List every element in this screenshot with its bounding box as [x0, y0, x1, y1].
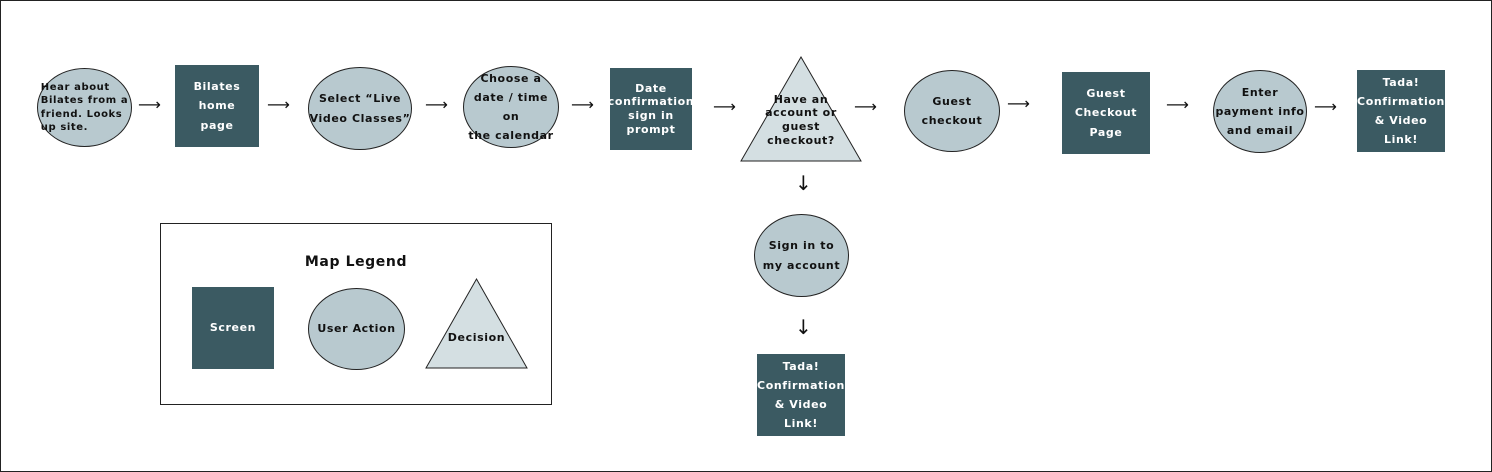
- decision-account-or-guest-label: Have an account or guest checkout?: [765, 92, 837, 147]
- screen-bilates-home-page-label: Bilates home page: [193, 80, 241, 132]
- action-sign-in: Sign in to my account: [754, 214, 849, 297]
- action-guest-checkout: Guest checkout: [904, 70, 1000, 152]
- action-enter-payment-info: Enter payment info and email: [1213, 70, 1307, 153]
- legend-screen: Screen: [192, 287, 274, 369]
- legend-decision: Decision: [425, 324, 528, 352]
- screen-confirmation-video-link-label: Tada! Confirmation & Video Link!: [1357, 75, 1445, 147]
- screen-guest-checkout-page: Guest Checkout Page: [1062, 72, 1150, 154]
- arrow-3: ⟶: [425, 95, 448, 114]
- action-enter-payment-info-label: Enter payment info and email: [1215, 85, 1305, 138]
- action-guest-checkout-label: Guest checkout: [921, 94, 983, 127]
- arrow-4: ⟶: [571, 95, 594, 114]
- legend-user-action-label: User Action: [317, 322, 396, 336]
- action-sign-in-label: Sign in to my account: [762, 239, 841, 272]
- legend-screen-label: Screen: [209, 321, 257, 335]
- arrow-9: ⟶: [1314, 97, 1337, 116]
- arrow-6: ⟶: [854, 97, 877, 116]
- action-choose-date-time-label: Choose a date / time on the calendar: [468, 71, 554, 143]
- arrow-down-2: ↓: [795, 315, 812, 339]
- screen-confirmation-video-link-branch-label: Tada! Confirmation & Video Link!: [757, 359, 845, 431]
- screen-bilates-home-page: Bilates home page: [175, 65, 259, 147]
- action-select-live-video-classes: Select “Live Video Classes”: [308, 67, 412, 150]
- action-hear-about-bilates: Hear about Bilates from a friend. Looks …: [37, 68, 132, 147]
- arrow-5: ⟶: [713, 97, 736, 116]
- arrow-8: ⟶: [1166, 95, 1189, 114]
- screen-confirmation-video-link: Tada! Confirmation & Video Link!: [1357, 70, 1445, 152]
- action-hear-about-bilates-label: Hear about Bilates from a friend. Looks …: [40, 81, 129, 134]
- decision-account-or-guest-shape: [740, 55, 862, 162]
- action-choose-date-time: Choose a date / time on the calendar: [463, 66, 559, 148]
- screen-date-confirmation: Date confirmation sign in prompt: [607, 68, 695, 150]
- arrow-1: ⟶: [138, 95, 161, 114]
- screen-date-confirmation-label: Date confirmation sign in prompt: [607, 81, 695, 136]
- arrow-2: ⟶: [267, 95, 290, 114]
- arrow-7: ⟶: [1007, 94, 1030, 113]
- screen-confirmation-video-link-branch: Tada! Confirmation & Video Link!: [757, 354, 845, 436]
- legend-decision-shape: [425, 277, 528, 369]
- legend-title: Map Legend: [304, 254, 408, 270]
- legend-user-action: User Action: [308, 288, 405, 370]
- legend-decision-label: Decision: [447, 331, 506, 345]
- decision-account-or-guest: Have an account or guest checkout?: [740, 86, 862, 154]
- arrow-down-1: ↓: [795, 171, 812, 195]
- screen-guest-checkout-page-label: Guest Checkout Page: [1074, 87, 1138, 139]
- map-legend: Map Legend Screen User Action Decision: [160, 223, 552, 405]
- action-select-live-video-classes-label: Select “Live Video Classes”: [309, 92, 411, 125]
